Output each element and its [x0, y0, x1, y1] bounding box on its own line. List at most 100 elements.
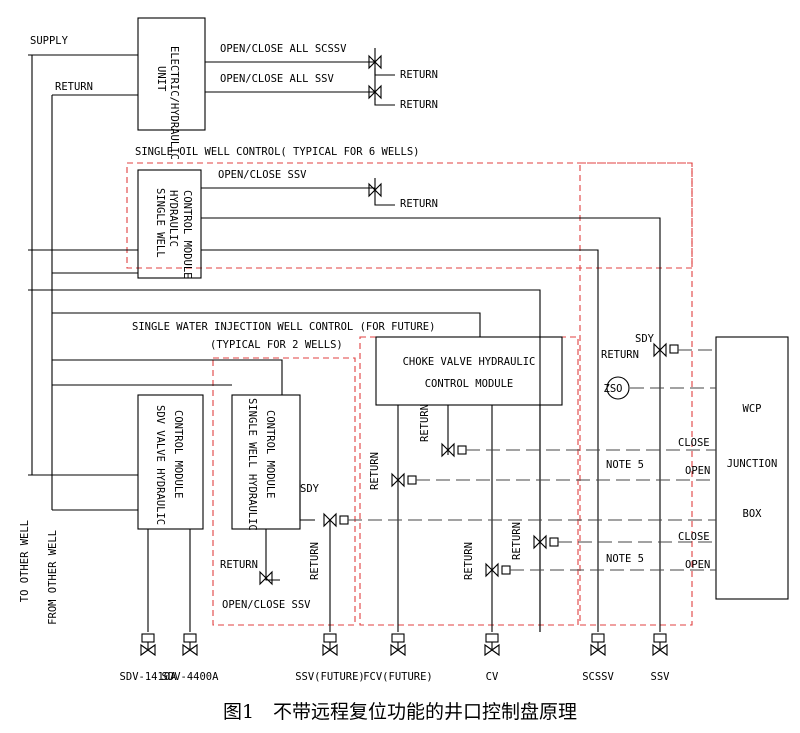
line — [590, 642, 606, 657]
label: SDY — [300, 483, 320, 495]
label: RETURN — [400, 69, 438, 81]
line — [323, 512, 337, 528]
box — [485, 633, 499, 643]
line — [201, 249, 599, 632]
label: SINGLE WATER INJECTION WELL CONTROL (FOR… — [132, 321, 435, 333]
line — [28, 54, 138, 476]
lines — [28, 17, 789, 657]
label: UNIT — [155, 66, 167, 92]
label: CONTROL MODULE — [425, 378, 514, 390]
box — [359, 336, 579, 626]
label: JUNCTION — [727, 458, 778, 470]
line — [299, 480, 315, 521]
label: SINGLE OIL WELL CONTROL( TYPICAL FOR 6 W… — [135, 146, 419, 158]
box — [137, 17, 206, 131]
label: BOX — [743, 508, 763, 520]
box — [212, 357, 356, 626]
box — [141, 633, 155, 643]
box — [549, 537, 559, 547]
line — [147, 529, 191, 632]
label: RETURN — [400, 99, 438, 111]
label: WCP — [743, 403, 762, 415]
line — [52, 312, 481, 337]
label: CONTROL MODULE — [172, 410, 184, 499]
valve-label: SSV — [651, 671, 671, 683]
valve-label: SDV-1410A — [120, 671, 178, 683]
box — [669, 344, 679, 354]
box — [501, 565, 511, 575]
label: NOTE 5 — [606, 553, 644, 565]
line — [397, 405, 541, 632]
line — [485, 562, 499, 578]
label: CLOSE — [678, 437, 710, 449]
box — [457, 445, 467, 455]
line — [390, 642, 406, 657]
box — [137, 169, 202, 279]
line — [51, 94, 138, 511]
label: OPEN/CLOSE SSV — [222, 599, 311, 611]
label: CHOKE VALVE HYDRAULIC — [403, 356, 536, 368]
line — [484, 642, 500, 657]
line — [140, 642, 156, 657]
circle — [606, 376, 630, 400]
label: NOTE 5 — [606, 459, 644, 471]
label: RETURN — [220, 559, 258, 571]
line — [201, 178, 395, 206]
box — [375, 336, 563, 406]
label: CONTROL MODULE — [181, 190, 193, 279]
label: RETURN — [511, 522, 523, 560]
box — [715, 336, 789, 600]
label: HYDRAULIC — [167, 190, 179, 247]
line — [374, 68, 395, 106]
box — [653, 633, 667, 643]
box — [407, 475, 417, 485]
figure-caption: 图1 不带远程复位功能的井口控制盘原理 — [223, 701, 577, 723]
label: RETURN — [400, 198, 438, 210]
valve-label: FCV(FUTURE) — [363, 671, 433, 683]
line — [368, 54, 382, 70]
label: SINGLE WELL — [154, 188, 166, 258]
line — [265, 529, 280, 581]
valve-label: SCSSV — [582, 671, 614, 683]
line — [322, 642, 338, 657]
label: CONTROL MODULE — [264, 410, 276, 499]
label: OPEN — [685, 465, 710, 477]
line — [652, 642, 668, 657]
box — [126, 162, 693, 269]
box — [183, 633, 197, 643]
box — [391, 633, 405, 643]
label: ZSO — [604, 383, 623, 395]
line — [182, 642, 198, 657]
line — [441, 442, 455, 458]
box — [591, 633, 605, 643]
valve-label: CV — [486, 671, 499, 683]
label: SDV VALVE HYDRAULIC — [154, 405, 166, 525]
label: ELECTRIC/HYDRAULIC — [168, 46, 180, 160]
line — [52, 359, 283, 395]
label: OPEN — [685, 559, 710, 571]
valve-label: SSV(FUTURE) — [295, 671, 365, 683]
label: SINGLE WELL HYDRAULIC — [246, 398, 258, 531]
label: OPEN/CLOSE SSV — [218, 169, 307, 181]
label: RETURN — [369, 452, 381, 490]
label: OPEN/CLOSE ALL SCSSV — [220, 43, 347, 55]
label: RETURN — [55, 81, 93, 93]
line — [368, 84, 382, 100]
valve-label: SDV-4400A — [162, 671, 220, 683]
label: (TYPICAL FOR 2 WELLS) — [210, 339, 343, 351]
label: SDY — [635, 333, 655, 345]
box — [137, 394, 204, 530]
line — [368, 182, 382, 198]
line — [259, 570, 273, 586]
line — [533, 534, 547, 550]
label: RETURN — [463, 542, 475, 580]
label: RETURN — [309, 542, 321, 580]
line — [653, 342, 667, 358]
label: TO OTHER WELL — [19, 520, 31, 602]
label: OPEN/CLOSE ALL SSV — [220, 73, 334, 85]
box — [339, 515, 349, 525]
box — [579, 162, 693, 626]
label: RETURN — [419, 404, 431, 442]
